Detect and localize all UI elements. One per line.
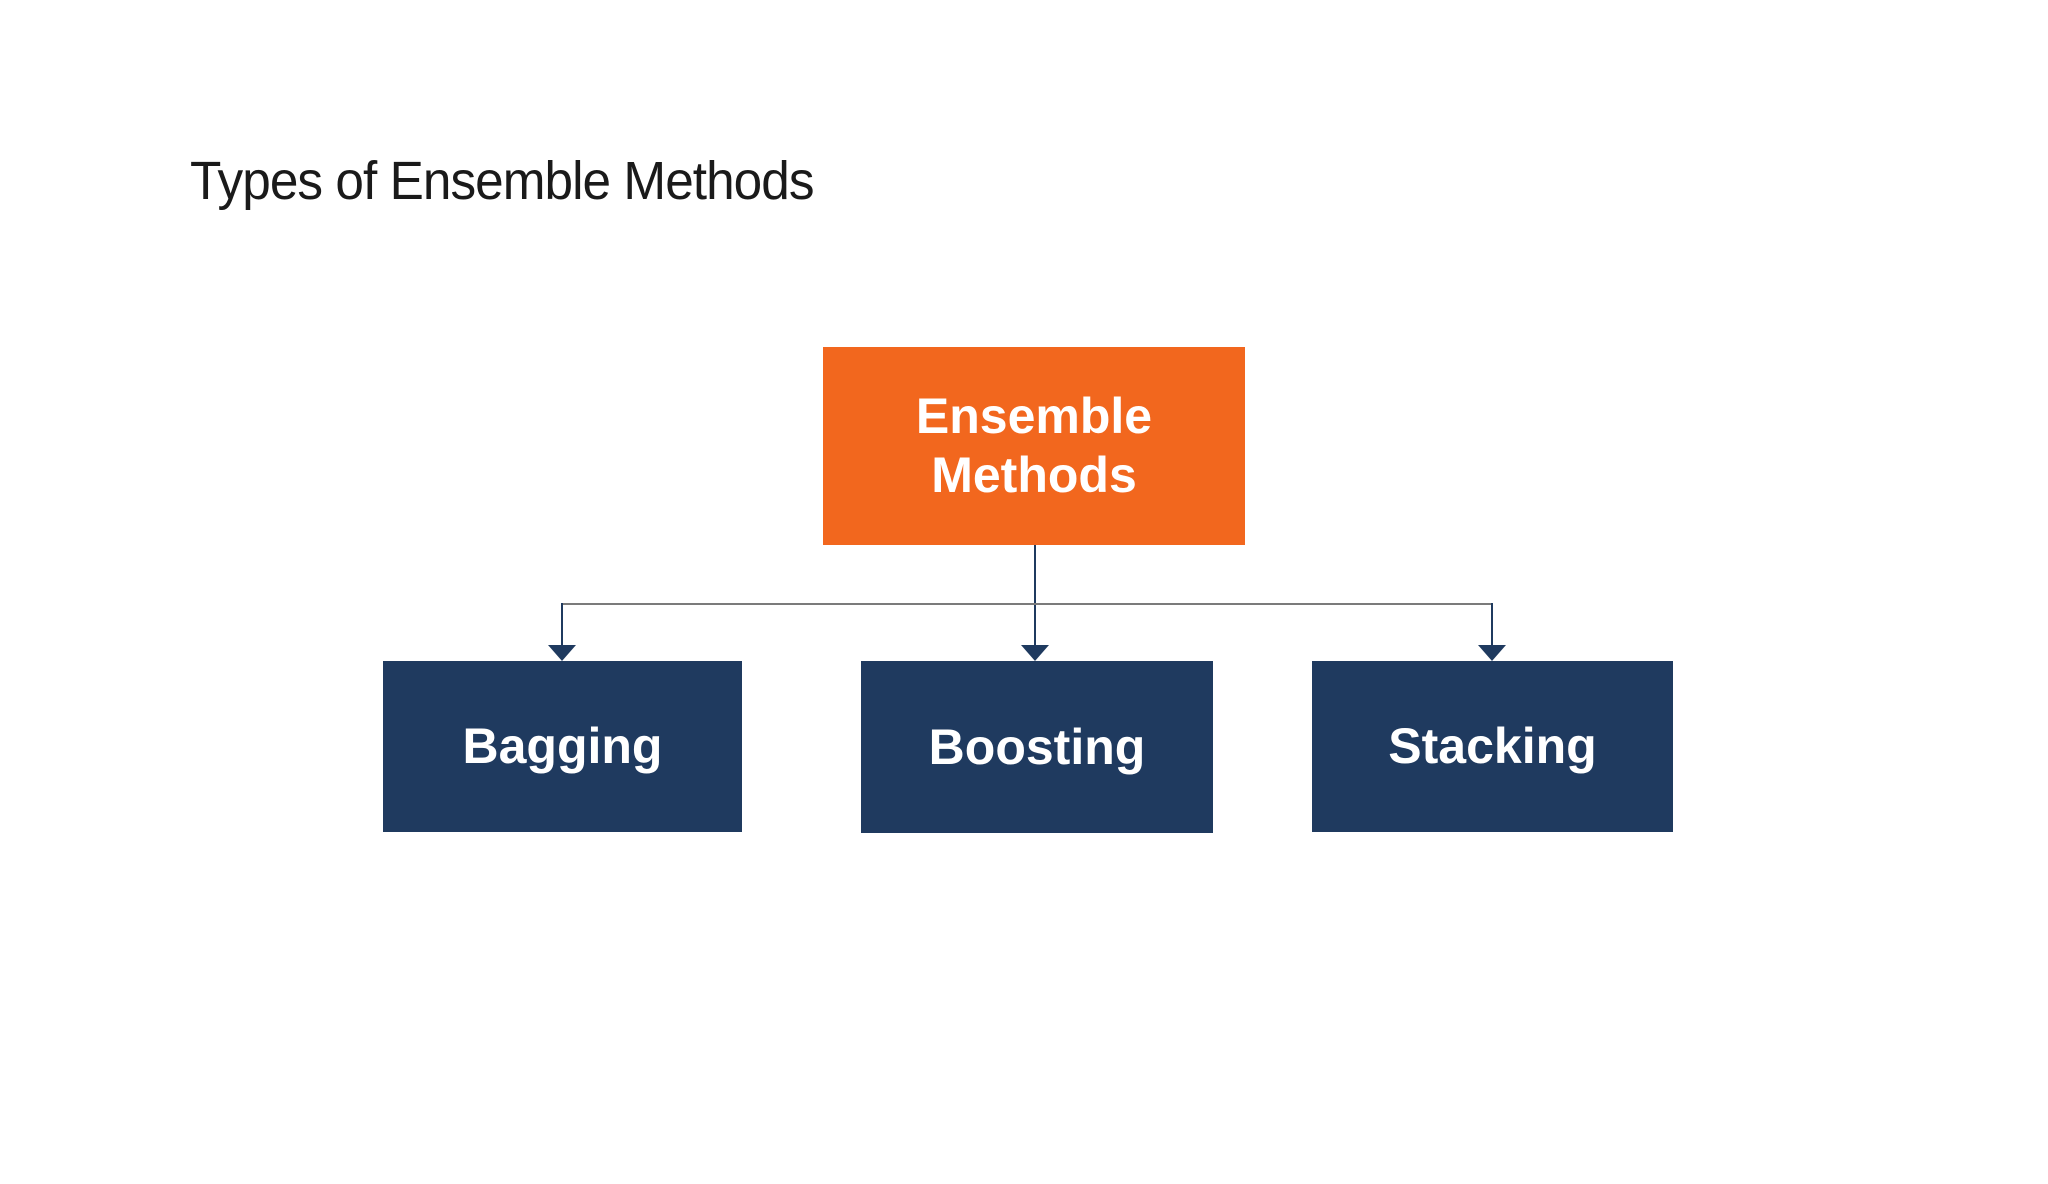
slide-title: Types of Ensemble Methods	[190, 151, 814, 211]
arrowhead-boosting-icon	[1021, 645, 1049, 661]
diagram-node-label: Boosting	[928, 718, 1146, 775]
diagram-node-boosting: Boosting	[861, 661, 1213, 833]
connector-drop-right	[1491, 603, 1493, 646]
diagram-node-stacking: Stacking	[1312, 661, 1673, 832]
connector-crossbar	[561, 603, 1493, 605]
arrowhead-stacking-icon	[1478, 645, 1506, 661]
diagram-node-label: Bagging	[462, 718, 663, 774]
diagram-node-label: Ensemble Methods	[915, 388, 1153, 503]
diagram-node-ensemble-methods: Ensemble Methods	[823, 347, 1245, 545]
connector-stem	[1034, 545, 1036, 646]
connector-drop-left	[561, 603, 563, 646]
diagram-node-label: Stacking	[1388, 718, 1597, 774]
arrowhead-bagging-icon	[548, 645, 576, 661]
diagram-node-bagging: Bagging	[383, 661, 742, 832]
